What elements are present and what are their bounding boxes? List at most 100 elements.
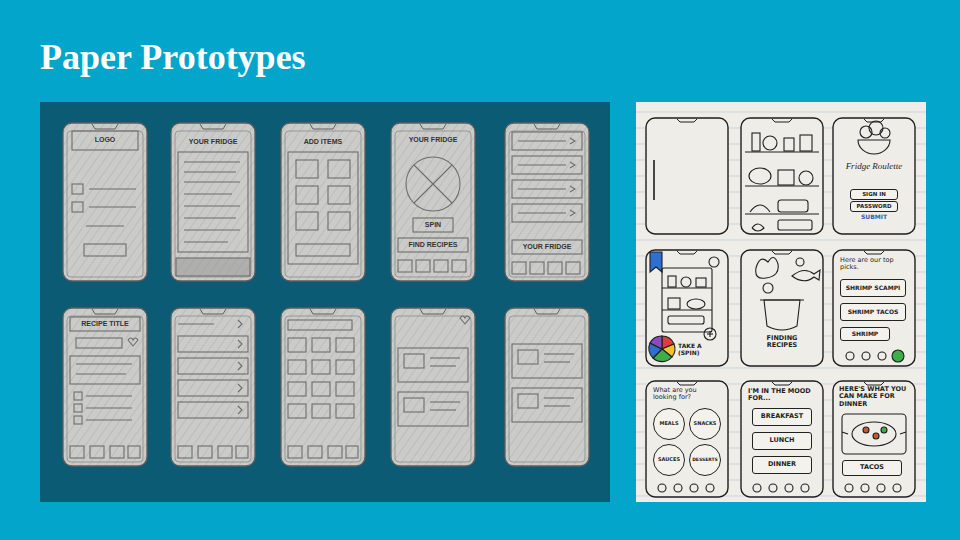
- sketch-stroke: [512, 262, 526, 274]
- sketch-stroke: [863, 427, 869, 433]
- category-circle: SAUCES: [653, 444, 685, 476]
- pencil-phone: YOUR FRIDGE: [504, 122, 590, 282]
- sketch-stroke: [570, 162, 575, 168]
- sketch-stroke: [518, 350, 538, 364]
- sketch-stroke: [769, 484, 777, 492]
- panel-background: [40, 102, 610, 502]
- sketch-stroke: [288, 446, 302, 458]
- sketch-stroke: [709, 257, 719, 267]
- sketch-stroke: [706, 484, 714, 492]
- recipe-card: SHRIMP SCAMPI: [840, 279, 906, 297]
- sketch-stroke: [434, 260, 448, 272]
- sketch-stroke: [176, 258, 250, 276]
- sketch-stroke: [862, 352, 870, 360]
- sketch-stroke: [328, 212, 350, 230]
- sketch-stroke: [184, 181, 240, 182]
- sketch-stroke: [749, 168, 771, 184]
- pencil-phone: YOUR FRIDGESPINFIND RECIPES: [390, 122, 476, 282]
- screen-text: LOGO: [72, 136, 138, 144]
- box-label: DESSERTS: [692, 457, 718, 462]
- sketch-stroke: [63, 123, 147, 281]
- sketch-stroke: [662, 287, 712, 288]
- box-label: SNACKS: [694, 421, 717, 427]
- sketch-stroke: [662, 309, 712, 310]
- sketch-stroke: [668, 276, 676, 287]
- meal-box: BREAKFAST: [752, 408, 812, 426]
- sketch-stroke: [512, 240, 582, 254]
- screen-text: SUBMIT: [852, 214, 896, 221]
- sketch-stroke: [645, 117, 729, 235]
- sketch-stroke: [740, 117, 824, 235]
- sketch-stroke: [741, 250, 823, 366]
- sketch-stroke: [544, 361, 570, 362]
- sketch-stroke: [745, 151, 819, 152]
- sketch-stroke: [801, 484, 809, 492]
- sketch-stroke: [281, 123, 365, 281]
- sketch-stroke: [756, 257, 779, 278]
- sketch-stroke: [690, 484, 698, 492]
- sketch-stroke: [178, 152, 248, 252]
- sketch-stroke: [861, 484, 869, 492]
- sketch-stroke: [833, 118, 915, 234]
- sketch-stroke: [778, 200, 808, 212]
- screen-text: I'M IN THE MOOD FOR...: [748, 388, 818, 403]
- sketch-stroke: [328, 186, 350, 204]
- sketch-stroke: [518, 394, 538, 408]
- category-circle: DESSERTS: [689, 444, 721, 476]
- sketch-stroke: [336, 338, 354, 352]
- sketch-stroke: [518, 212, 566, 213]
- sketch-stroke: [238, 320, 242, 328]
- sketch-stroke: [704, 328, 716, 340]
- sketch-stroke: [406, 157, 460, 211]
- sketch-phone: Fridge RouletteSUBMITSIGN INPASSWORD: [832, 117, 916, 235]
- box-label: BREAKFAST: [761, 413, 803, 420]
- sketch-stroke: [72, 131, 138, 150]
- sketch-stroke: [414, 165, 452, 203]
- pencil-phone-frames: [63, 123, 589, 466]
- sketch-stroke: [308, 446, 322, 458]
- sketch-stroke: [852, 422, 896, 446]
- sketch-stroke: [328, 446, 342, 458]
- sketch-stroke: [178, 380, 248, 396]
- sketch-stroke: [296, 244, 350, 256]
- button-box: PASSWORD: [850, 201, 898, 212]
- sketch-stroke: [544, 405, 570, 406]
- sketch-stroke: [832, 380, 916, 498]
- sketch-stroke: [312, 382, 330, 396]
- sketch-stroke: [84, 244, 126, 256]
- sketch-stroke: [696, 278, 706, 287]
- sketch-stroke: [687, 299, 705, 309]
- sketch-stroke: [238, 384, 242, 392]
- sketch-stroke: [753, 484, 761, 492]
- sketch-stroke: [846, 352, 854, 360]
- sketch-stroke: [413, 218, 453, 232]
- sketch-stroke: [296, 160, 318, 178]
- sketch-stroke: [184, 171, 236, 172]
- box-label: MEALS: [659, 421, 678, 427]
- sketch-stroke: [86, 395, 132, 396]
- sketch-stroke: [658, 484, 666, 492]
- sketch-stroke: [76, 338, 122, 348]
- sketch-stroke: [893, 484, 901, 492]
- sketch-stroke: [880, 128, 890, 138]
- sketch-stroke: [346, 446, 358, 458]
- box-label: TACOS: [860, 464, 884, 471]
- box-label: SHRIMP TACOS: [848, 309, 899, 316]
- sketch-stroke: [750, 205, 770, 212]
- sketch-stroke: [881, 427, 887, 433]
- sketch-stroke: [430, 365, 456, 366]
- sketch-stroke: [238, 340, 242, 348]
- screen-text: HERE'S WHAT YOU CAN MAKE FOR DINNER: [839, 386, 911, 408]
- sketch-stroke: [877, 484, 885, 492]
- sketch-stroke: [70, 356, 140, 384]
- paper-photo: [636, 102, 926, 502]
- sketch-stroke: [218, 446, 232, 458]
- sketch-stroke: [512, 204, 582, 222]
- sketch-stroke: [681, 277, 691, 287]
- sketch-stroke: [430, 409, 456, 410]
- sketch-stroke: [178, 336, 248, 352]
- sketch-stroke: [184, 229, 240, 230]
- sketch-stroke: [505, 308, 589, 466]
